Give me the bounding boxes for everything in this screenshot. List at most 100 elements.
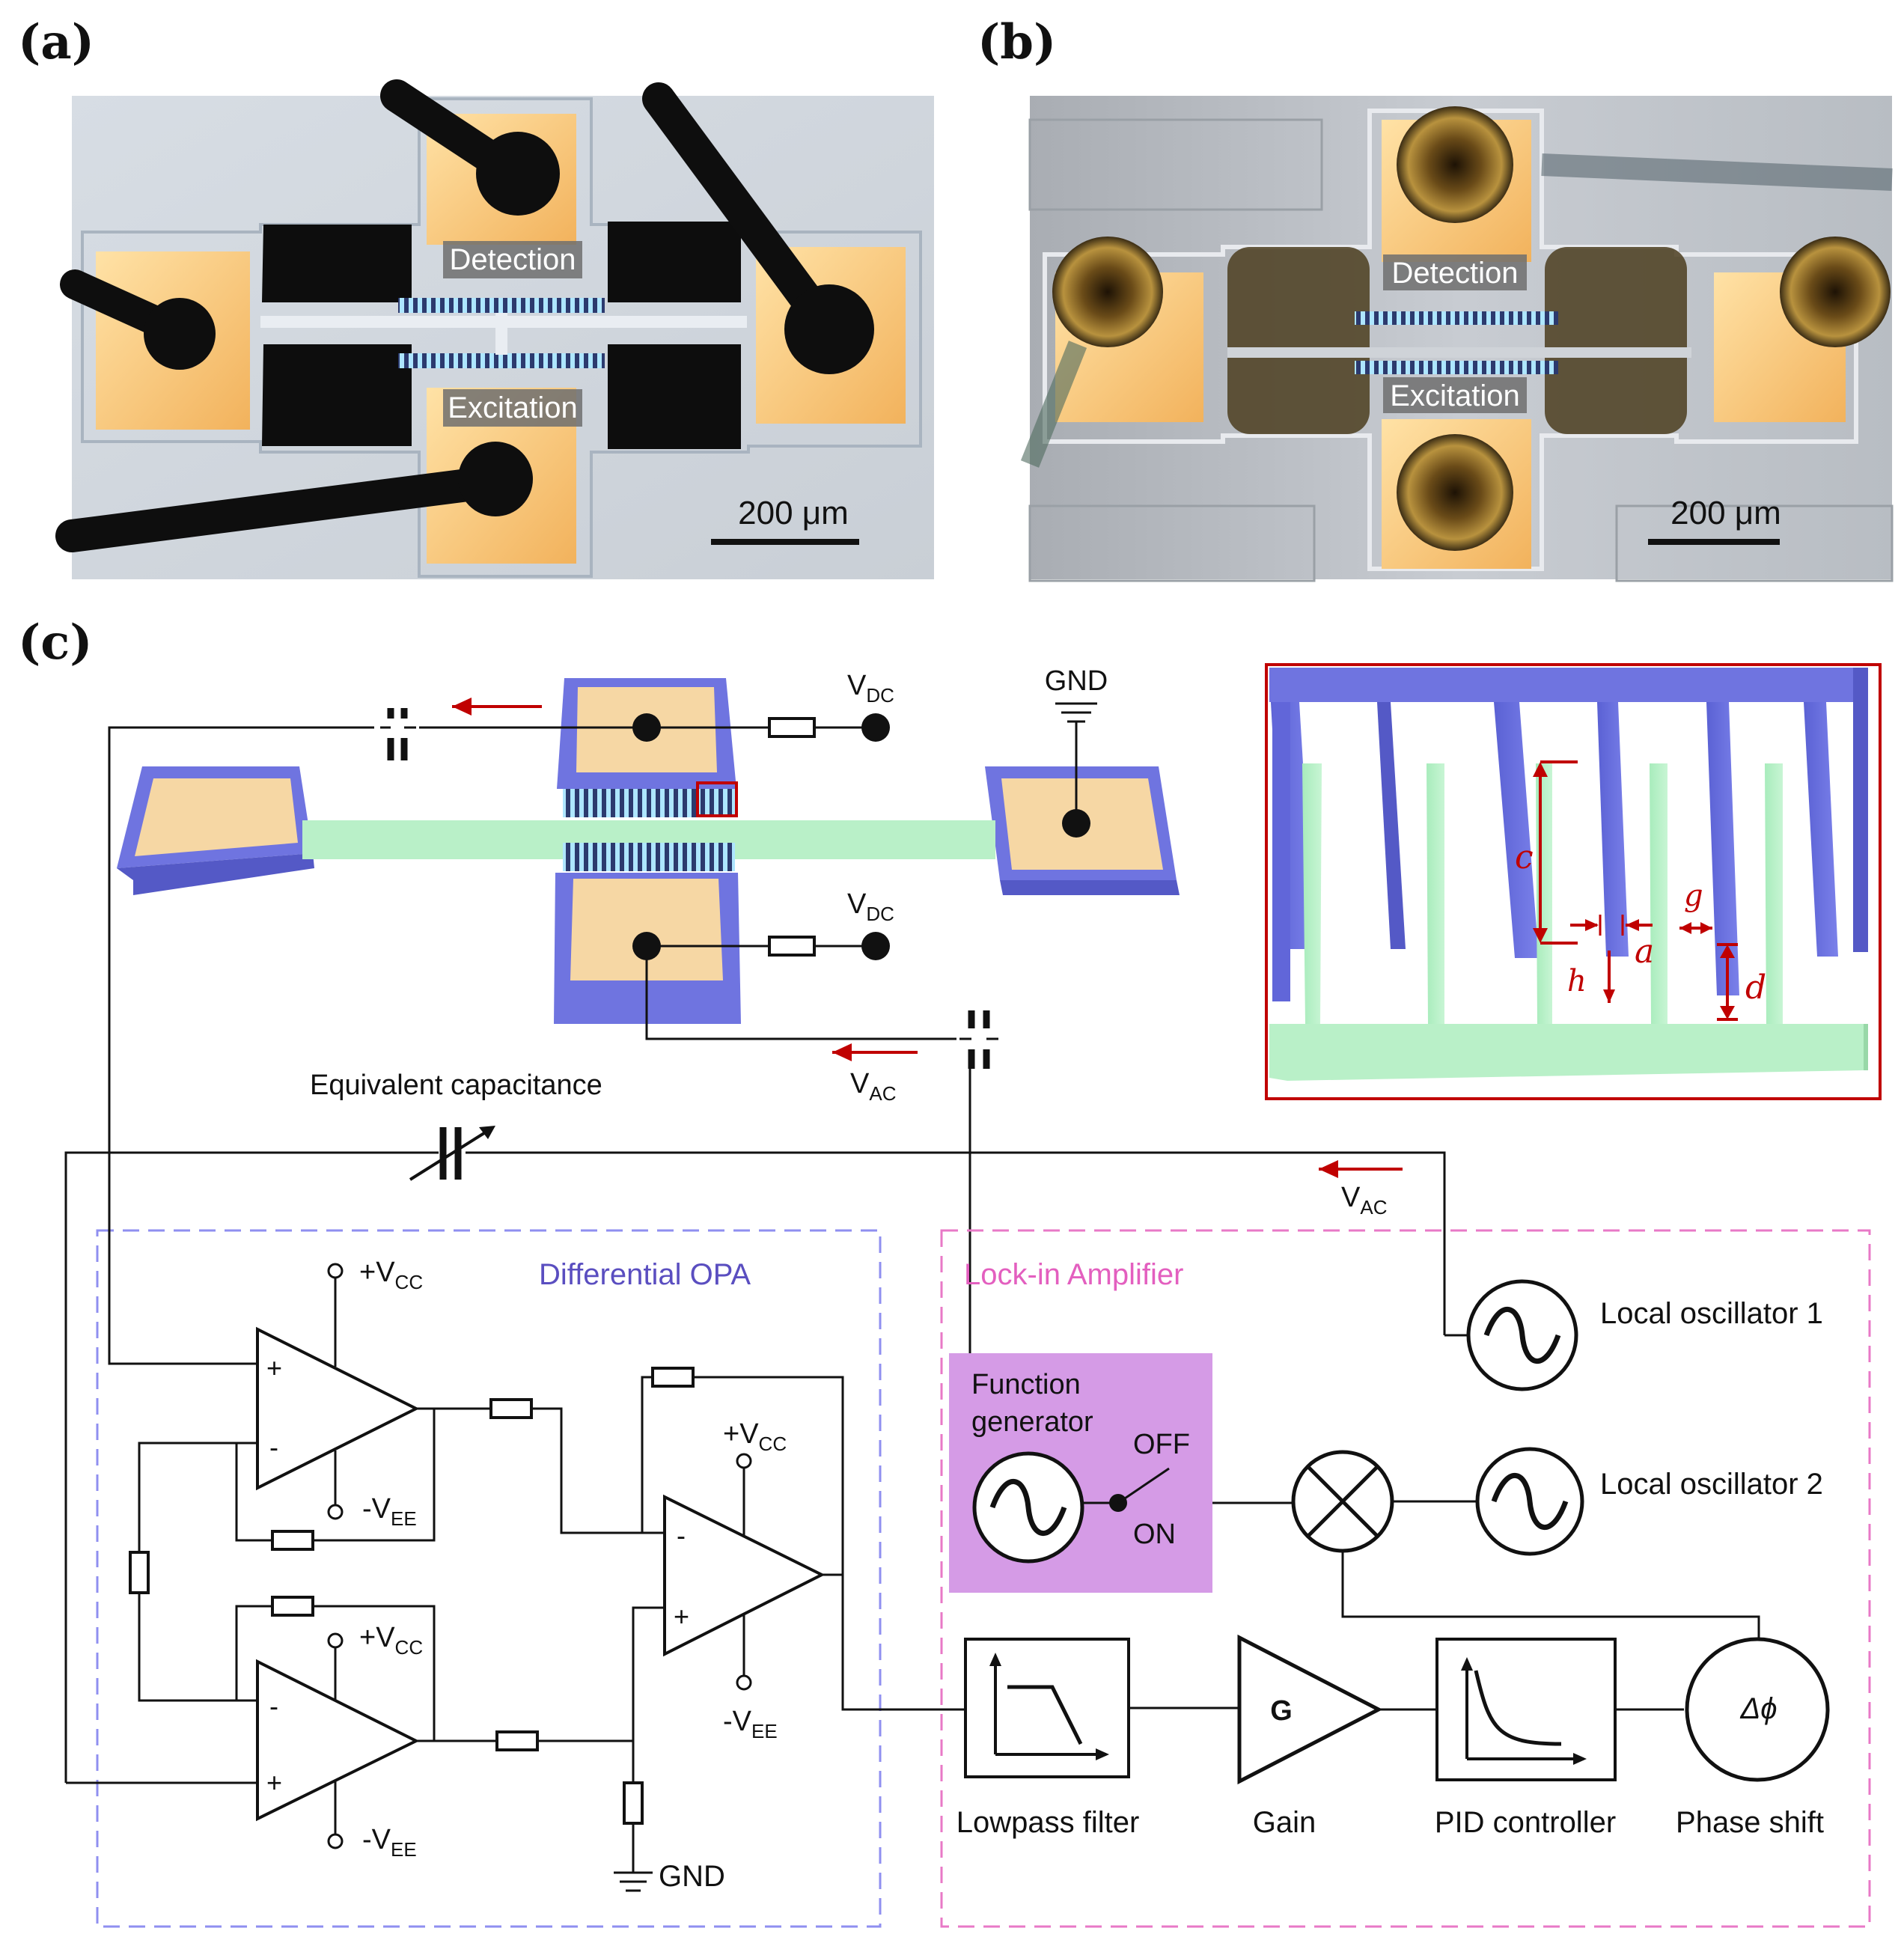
photo-a-excitation-label: Excitation — [448, 391, 577, 424]
feedback-resistor-1 — [271, 1530, 314, 1551]
opa-dashed-border — [96, 1229, 882, 1928]
vdc-bottom-node — [861, 932, 890, 960]
output-resistor-2 — [495, 1730, 539, 1751]
vdc-top-node — [861, 713, 890, 742]
variable-capacitor-arrow — [409, 1130, 488, 1181]
gain-stage — [1237, 1634, 1383, 1785]
feedback-resistor-3 — [651, 1367, 695, 1388]
op-amp-3-plus: + — [674, 1601, 689, 1632]
bond-ball-right — [1780, 237, 1891, 347]
switch-on-label: ON — [1133, 1519, 1176, 1550]
bond-ball-bottom — [1397, 434, 1513, 551]
lockin-title: Lock-in Amplifier — [964, 1258, 1183, 1291]
comb-b-top — [1355, 311, 1558, 325]
panel-label-a: (a) — [18, 14, 94, 70]
equivalent-capacitance-label: Equivalent capacitance — [310, 1070, 602, 1101]
lowpass-label: Lowpass filter — [956, 1806, 1140, 1839]
bond-ball-top — [1397, 106, 1513, 223]
gnd-top-label: GND — [1045, 665, 1108, 697]
sine-icon — [989, 1479, 1067, 1536]
lockin-dashed-border — [940, 1229, 1871, 1928]
switch-blade[interactable] — [1117, 1467, 1170, 1504]
lowpass-curve — [1007, 1685, 1083, 1745]
inset-dim-a: a — [1635, 933, 1654, 971]
photo-b-detection-label: Detection — [1392, 257, 1519, 290]
phase-label: Phase shift — [1676, 1806, 1824, 1839]
detection-wire — [108, 726, 647, 1201]
gain-label: Gain — [1253, 1806, 1316, 1839]
pid-label: PID controller — [1435, 1806, 1616, 1839]
equivalent-capacitance-wire — [64, 1151, 1446, 1783]
gain-symbol: G — [1270, 1695, 1293, 1727]
signal-arrow-top — [452, 698, 472, 716]
bias-resistor-bottom — [768, 936, 816, 957]
local-oscillator-1-label: Local oscillator 1 — [1600, 1297, 1823, 1330]
vac-mid-label: VAC — [850, 1068, 896, 1105]
photo-a-scale-label: 200 μm — [738, 495, 849, 531]
vcc2-label: +VCC — [359, 1622, 423, 1659]
vdc-bottom-label: VDC — [847, 888, 894, 925]
device-schematic: VDC GND VDC VAC Equivalent capacitance — [64, 665, 1446, 1783]
phase-shift — [1685, 1637, 1830, 1782]
local-oscillator-2-label: Local oscillator 2 — [1600, 1468, 1823, 1501]
signal-arrow-right — [1319, 1160, 1338, 1178]
opa-title: Differential OPA — [539, 1258, 751, 1291]
photo-a-scale-bar — [711, 539, 859, 545]
excitation-pad — [570, 879, 723, 980]
photo-b: Detection Excitation 200 μm — [1020, 96, 1894, 582]
comb-bottom — [398, 353, 605, 368]
output-resistor-1 — [489, 1398, 533, 1419]
excitation-wire — [645, 946, 971, 1503]
pid-curve — [1474, 1670, 1562, 1746]
vcc1-label: +VCC — [359, 1257, 423, 1293]
op-amp-2-plus: + — [266, 1767, 282, 1798]
inset-dim-c: c — [1515, 838, 1534, 876]
function-generator-label-2: generator — [971, 1406, 1093, 1438]
op-amp-1-minus: - — [269, 1432, 278, 1462]
opa-output-wire — [822, 1573, 965, 1711]
bias-resistor-top — [768, 717, 816, 738]
sine-icon — [1491, 1473, 1569, 1530]
inset-dim-d: d — [1745, 969, 1766, 1007]
photo-a: Detection Excitation 200 μm — [55, 79, 934, 579]
switch-off-label: OFF — [1133, 1429, 1190, 1460]
phase-symbol: Δϕ — [1739, 1692, 1777, 1725]
comb-top — [398, 298, 605, 313]
comb-b-bottom — [1355, 361, 1558, 374]
photo-b-scale-bar — [1648, 539, 1780, 545]
left-anchor-pad — [135, 778, 298, 856]
photo-b-scale-label: 200 μm — [1670, 495, 1781, 531]
inset-dim-h: h — [1567, 964, 1587, 998]
op-amp-2-minus: - — [269, 1691, 278, 1721]
sine-icon — [1483, 1307, 1561, 1364]
photo-b-excitation-label: Excitation — [1390, 379, 1519, 412]
panel-label-b: (b) — [977, 14, 1056, 70]
op-amp-1-plus: + — [266, 1352, 282, 1383]
panel-label-c: (c) — [18, 614, 93, 671]
vee2-label: -VEE — [362, 1824, 417, 1861]
resonator-beam — [302, 820, 995, 859]
bond-ball-left — [1052, 237, 1163, 347]
photo-a-detection-label: Detection — [450, 243, 576, 276]
vcc3-label: +VCC — [723, 1418, 787, 1455]
signal-arrow-mid — [832, 1043, 852, 1061]
zoom-highlight-box — [696, 781, 738, 817]
feedback-resistor-2 — [271, 1596, 314, 1617]
op-amp-2 — [256, 1659, 420, 1822]
comb-inset: c a g h d — [1265, 663, 1882, 1100]
differential-opa-block: Differential OPA + - +VCC -VEE - + +VCC … — [66, 1201, 965, 1928]
function-generator-label-1: Function — [971, 1369, 1081, 1400]
ground-resistor — [623, 1781, 644, 1825]
vee3-label: -VEE — [723, 1706, 778, 1742]
op-amp-3-minus: - — [677, 1520, 686, 1551]
excitation-comb — [563, 843, 735, 871]
detection-comb — [563, 789, 735, 817]
op-amp-1 — [256, 1326, 420, 1491]
lockin-amplifier-block: Lock-in Amplifier Function generator OFF… — [940, 1229, 1871, 1928]
vac-right-label: VAC — [1341, 1182, 1387, 1218]
vee1-label: -VEE — [362, 1493, 417, 1530]
vdc-top-label: VDC — [847, 670, 894, 707]
gnd-node — [1062, 809, 1090, 838]
inset-dim-g: g — [1684, 879, 1703, 913]
